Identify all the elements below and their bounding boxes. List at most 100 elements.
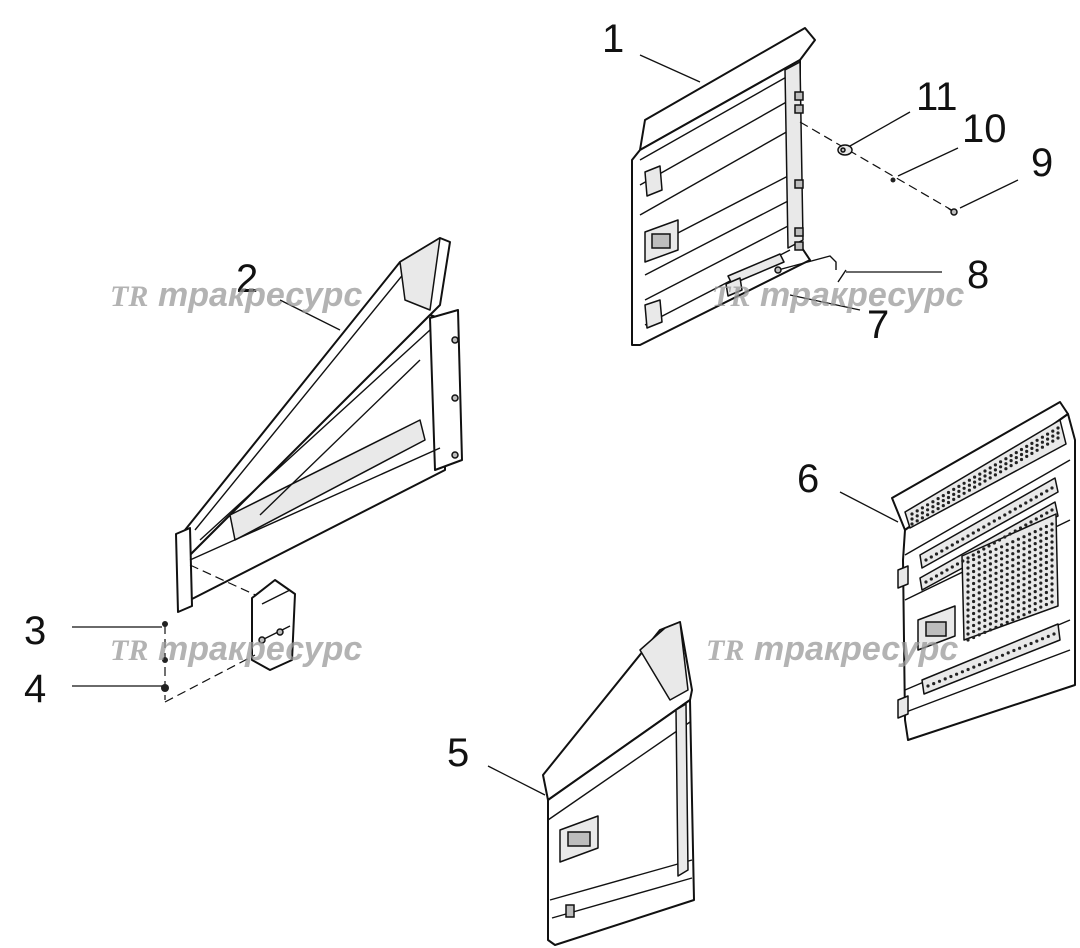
perforation-dot bbox=[1028, 562, 1032, 566]
perforation-dot bbox=[1014, 456, 1018, 460]
perforation-dot bbox=[1033, 530, 1037, 534]
perforation-dot bbox=[941, 494, 945, 498]
perforation-dot bbox=[1005, 554, 1009, 558]
perforation-dot bbox=[988, 556, 993, 560]
perforation-dot bbox=[999, 470, 1003, 474]
perforation-dot bbox=[972, 593, 976, 598]
perforation-dot bbox=[910, 512, 914, 516]
perforation-dot bbox=[1022, 589, 1026, 593]
perforation-dot bbox=[1022, 583, 1026, 587]
perforation-dot bbox=[1039, 545, 1043, 549]
perforation-dot bbox=[1022, 565, 1026, 569]
perforation-dot bbox=[1005, 590, 1009, 594]
perforation-dot bbox=[1033, 536, 1037, 540]
perforation-dot bbox=[1044, 572, 1048, 577]
perforation-dot bbox=[977, 591, 981, 595]
perforation-dot bbox=[1039, 514, 1044, 518]
part-3-bolt bbox=[162, 621, 168, 627]
perforation-dot bbox=[1022, 559, 1026, 563]
part-6-grille-panel bbox=[891, 401, 1076, 741]
perforation-dot bbox=[994, 601, 998, 605]
perforation-dot bbox=[1004, 467, 1008, 471]
perforation-dot bbox=[966, 596, 970, 600]
perforation-dot bbox=[1056, 426, 1060, 430]
perforation-dot bbox=[1050, 540, 1054, 544]
perforation-dot bbox=[1011, 612, 1015, 616]
perforation-dot bbox=[978, 472, 982, 476]
perforation-dot bbox=[1040, 445, 1044, 449]
perforation-dot bbox=[988, 550, 993, 554]
perforation-dot bbox=[983, 588, 987, 593]
perforation-dot bbox=[988, 604, 993, 608]
perforation-dot bbox=[1000, 557, 1004, 561]
perforation-dot bbox=[972, 569, 976, 574]
perforation-dot bbox=[1039, 563, 1043, 567]
perforation-dot bbox=[988, 610, 993, 614]
perforation-dot bbox=[977, 597, 981, 601]
perforation-dot bbox=[983, 606, 987, 611]
perforation-dot bbox=[1005, 596, 1009, 600]
perforation-dot bbox=[967, 488, 972, 492]
perforation-dot bbox=[1016, 561, 1021, 565]
callout-labels: 1 2 3 4 5 6 7 8 9 10 11 bbox=[24, 17, 1053, 775]
perforation-dot bbox=[924, 580, 928, 584]
perforation-dot bbox=[1044, 596, 1048, 601]
perforation-dot bbox=[1039, 539, 1043, 543]
watermark-logo: TR bbox=[110, 280, 148, 313]
perforation-dot bbox=[988, 628, 993, 632]
perforation-dot bbox=[977, 609, 981, 613]
perforation-dot bbox=[1044, 566, 1048, 571]
perforation-dot bbox=[1039, 533, 1043, 537]
perforation-dot bbox=[1024, 501, 1028, 505]
perforation-dot bbox=[1022, 607, 1026, 611]
perforation-dot bbox=[1011, 600, 1015, 604]
perforation-dot bbox=[966, 638, 970, 642]
perforation-dot bbox=[1046, 634, 1050, 639]
perforation-dot bbox=[994, 607, 998, 611]
perforation-dot bbox=[1028, 556, 1032, 560]
perforation-dot bbox=[972, 587, 976, 592]
perforation-dot bbox=[1029, 520, 1033, 524]
perforation-dot bbox=[1050, 576, 1054, 580]
perforation-dot bbox=[955, 562, 960, 566]
perforation-dot bbox=[1028, 580, 1032, 584]
perforation-dot bbox=[1035, 639, 1039, 643]
part-1-side-panel bbox=[631, 27, 816, 346]
fastener-3-4 bbox=[161, 621, 169, 700]
perforation-dot bbox=[1033, 602, 1037, 606]
perforation-dot bbox=[994, 553, 998, 557]
perforation-dot bbox=[988, 574, 993, 578]
support-bracket bbox=[164, 564, 296, 703]
perforation-dot bbox=[988, 580, 993, 584]
perforation-dot bbox=[988, 598, 993, 602]
perforation-dot bbox=[1005, 566, 1009, 570]
perforation-dot bbox=[1022, 547, 1026, 551]
watermark-1: TR тракресурс bbox=[110, 276, 362, 314]
perforation-dot bbox=[1039, 581, 1043, 585]
perforation-dot bbox=[994, 559, 998, 563]
perforation-dot bbox=[1022, 535, 1026, 539]
perforation-dot bbox=[1050, 534, 1054, 538]
perforation-dot bbox=[966, 667, 970, 672]
perforation-dot bbox=[1023, 644, 1027, 648]
watermark-3: TR тракресурс bbox=[110, 630, 362, 668]
perforation-dot bbox=[1029, 498, 1033, 502]
perforation-dot bbox=[1028, 550, 1032, 554]
perforation-dot bbox=[1022, 595, 1026, 599]
perforation-dot bbox=[1000, 593, 1004, 597]
perforation-dot bbox=[994, 583, 998, 587]
perforation-dot bbox=[1022, 541, 1026, 545]
perforation-dot bbox=[1000, 611, 1004, 615]
perforation-dot bbox=[999, 465, 1003, 469]
perforation-dot bbox=[1029, 641, 1033, 646]
perforation-dot bbox=[1011, 594, 1015, 598]
perforation-dot bbox=[1000, 569, 1004, 573]
perforation-dot bbox=[983, 618, 987, 623]
perforation-dot bbox=[994, 619, 998, 623]
perforation-dot bbox=[1050, 564, 1054, 568]
perforation-dot bbox=[978, 477, 982, 481]
perforation-dot bbox=[936, 507, 940, 511]
perforation-dot bbox=[994, 571, 998, 575]
perforation-dot bbox=[952, 492, 956, 496]
perforation-dot bbox=[1018, 646, 1022, 650]
